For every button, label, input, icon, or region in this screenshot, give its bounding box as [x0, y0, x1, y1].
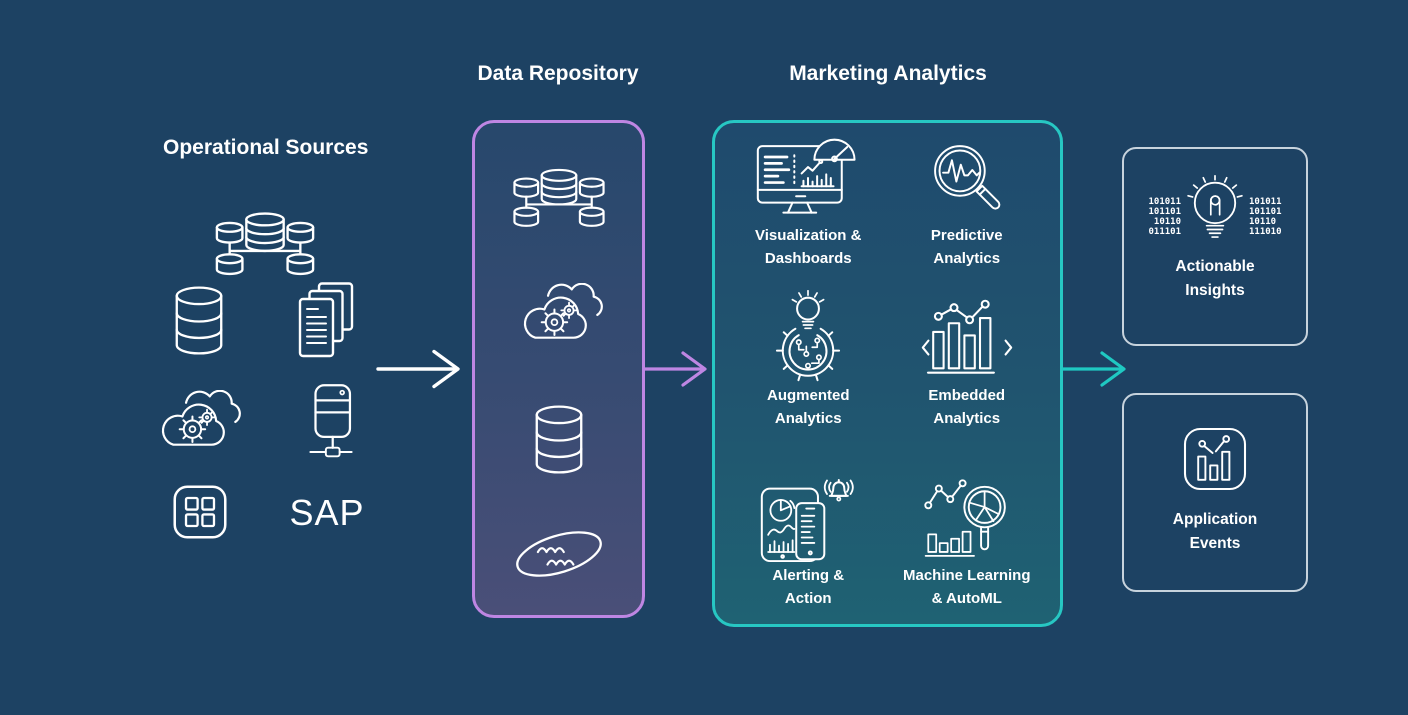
database-cluster-icon [512, 168, 605, 227]
marketing-item-alerting: Alerting & Action [729, 447, 888, 624]
server-icon [309, 384, 353, 458]
app-events-chart-icon [1183, 427, 1247, 491]
lightbulb-icon [1187, 175, 1243, 238]
actionable-insights-box: 101011 101101 10110 011101 101011 101101… [1122, 147, 1308, 346]
arrow-sources-to-repository [376, 349, 460, 389]
database-icon [535, 405, 582, 474]
marketing-item-label: Alerting & Action [772, 567, 845, 607]
marketing-item-label: Predictive Analytics [930, 227, 1003, 267]
actionable-insights-label: Actionable Insights [1175, 258, 1255, 300]
marketing-item-visualization: Visualization & Dashboards [729, 123, 888, 283]
dashboard-monitor-icon [756, 135, 860, 221]
application-events-label: Application Events [1172, 511, 1258, 553]
marketing-item-label: Embedded Analytics [928, 387, 1006, 427]
marketing-analytics-grid: Visualization & Dashboards Predictive An… [715, 123, 1060, 624]
marketing-item-label: Visualization & Dashboards [755, 227, 862, 267]
cloud-gears-icon [161, 390, 241, 446]
database-cluster-icon [215, 212, 315, 276]
sap-label: SAP [289, 492, 365, 533]
arrow-analytics-to-outputs [1062, 351, 1126, 387]
lightbulb-binary-icon: 101011 101101 10110 011101 101011 101101… [1148, 175, 1282, 241]
application-events-box: Application Events [1122, 393, 1308, 592]
marketing-analytics-box: Visualization & Dashboards Predictive An… [712, 120, 1063, 627]
binary-digits-left: 101011 101101 10110 011101 [1148, 197, 1181, 238]
marketing-item-augmented: Augmented Analytics [729, 283, 888, 447]
data-repository-box [472, 120, 645, 618]
ml-magnifier-chart-icon [923, 475, 1011, 561]
documents-icon [298, 282, 354, 358]
arrow-repository-to-analytics [643, 351, 707, 387]
operational-sources-title: Operational Sources [163, 136, 369, 159]
marketing-analytics-title: Marketing Analytics [789, 62, 987, 85]
database-icon [175, 286, 223, 355]
data-lake-icon [515, 531, 602, 577]
data-repository-title: Data Repository [477, 62, 639, 85]
gear-lightbulb-icon [766, 290, 850, 382]
magnifier-trend-icon [928, 135, 1006, 221]
binary-digits-right: 101011 101101 10110 111010 [1249, 197, 1282, 238]
marketing-item-label: Machine Learning & AutoML [902, 567, 1031, 607]
marketing-item-predictive: Predictive Analytics [888, 123, 1047, 283]
marketing-item-ml: Machine Learning & AutoML [888, 447, 1047, 624]
app-grid-icon [173, 485, 227, 539]
marketing-item-label: Augmented Analytics [767, 387, 850, 427]
embedded-bar-chart-icon [921, 295, 1013, 381]
marketing-item-embedded: Embedded Analytics [888, 283, 1047, 447]
cloud-gears-icon [523, 283, 603, 339]
devices-alert-bell-icon [760, 475, 856, 562]
